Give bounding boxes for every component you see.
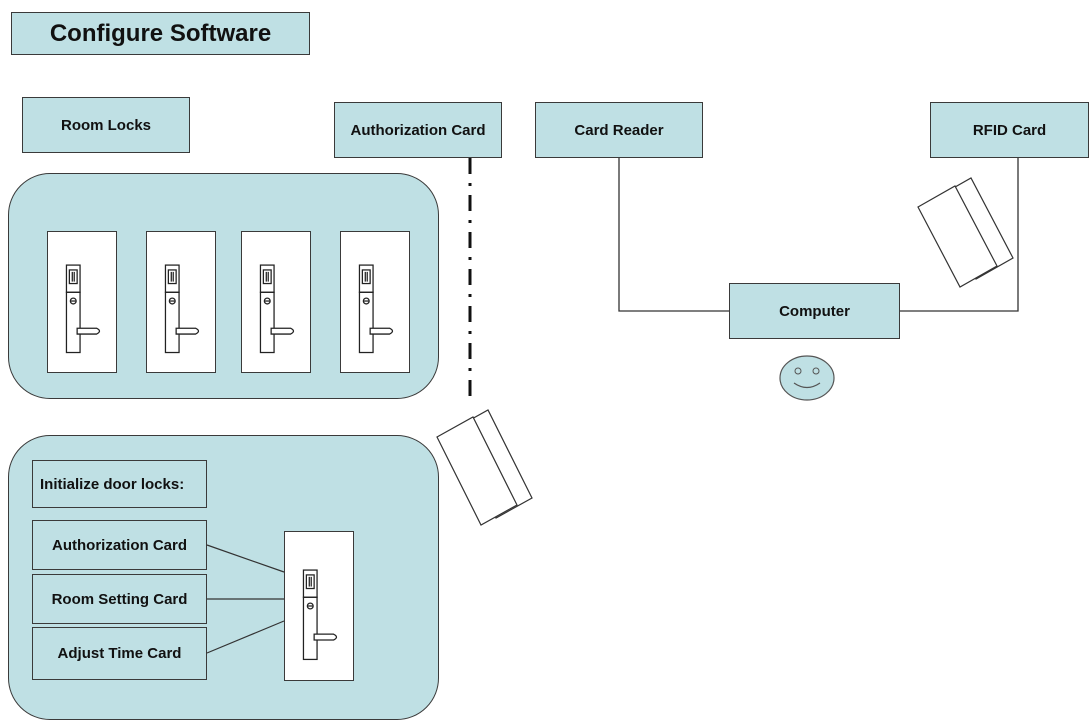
smiley-face-icon <box>779 355 835 401</box>
rfid-card-label: RFID Card <box>930 102 1089 158</box>
door-lock-icon <box>284 531 354 681</box>
computer-box: Computer <box>729 283 900 339</box>
door-lock-icon <box>241 231 311 373</box>
card-reader-box: Card Reader <box>535 102 703 158</box>
rfid-computer-connector <box>900 158 1019 312</box>
door-lock-icon <box>340 231 410 373</box>
door-lock-icon <box>146 231 216 373</box>
authorization-card-label: Authorization Card <box>334 102 502 158</box>
diagram-title: Configure Software <box>11 12 310 55</box>
init-authorization-card: Authorization Card <box>32 520 207 570</box>
room-locks-label: Room Locks <box>22 97 190 153</box>
rfid-card-icon <box>917 177 1014 288</box>
door-lock-icon <box>47 231 117 373</box>
reader-computer-connector <box>618 158 729 312</box>
initialize-heading: Initialize door locks: <box>32 460 207 508</box>
init-room-setting-card: Room Setting Card <box>32 574 207 624</box>
init-adjust-time-card: Adjust Time Card <box>32 627 207 680</box>
rfid-card-icon <box>436 409 533 526</box>
